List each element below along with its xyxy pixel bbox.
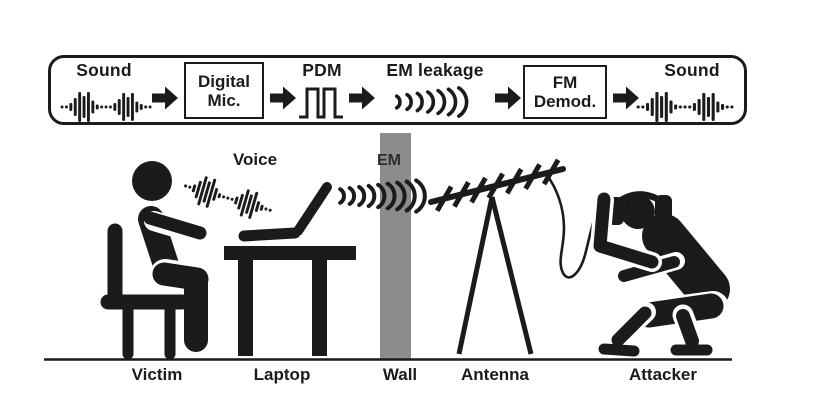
chair <box>100 223 190 360</box>
ground-label-wall: Wall <box>382 365 418 384</box>
wall-em-label: EM <box>377 152 401 169</box>
fm-demod-box: FM Demod. <box>523 65 607 119</box>
desk <box>224 246 356 356</box>
victim-head <box>132 161 172 201</box>
victim-figure <box>100 161 214 360</box>
antenna-figure <box>428 158 566 355</box>
digital-mic-line1: Digital <box>198 71 250 91</box>
voice-label: Voice <box>232 150 278 169</box>
digital-mic-box: Digital Mic. <box>184 62 264 119</box>
stage-label-sound-out: Sound <box>664 60 720 80</box>
stage-label-em-leakage: EM leakage <box>386 60 484 80</box>
ground-label-laptop: Laptop <box>253 365 311 384</box>
em-waves-scene <box>338 178 427 214</box>
laptop-figure <box>238 182 332 242</box>
digital-mic-line2: Mic. <box>207 90 241 110</box>
stage-label-sound-in: Sound <box>76 60 132 80</box>
attacker-head <box>621 195 655 229</box>
ground-label-antenna: Antenna <box>461 365 529 384</box>
attacker-figure <box>590 190 730 357</box>
fm-demod-line1: FM <box>552 73 578 92</box>
signal-pipeline-box: Sound Digital Mic. PDM EM leakage FM Dem… <box>48 55 747 125</box>
cable <box>544 173 604 279</box>
ground-label-attacker: Attacker <box>628 365 698 384</box>
wall-figure <box>380 133 411 359</box>
stage-label-pdm: PDM <box>302 60 342 80</box>
ground-label-victim: Victim <box>131 365 183 384</box>
voice-waveform-icon <box>180 171 276 226</box>
fm-demod-line2: Demod. <box>533 92 597 111</box>
